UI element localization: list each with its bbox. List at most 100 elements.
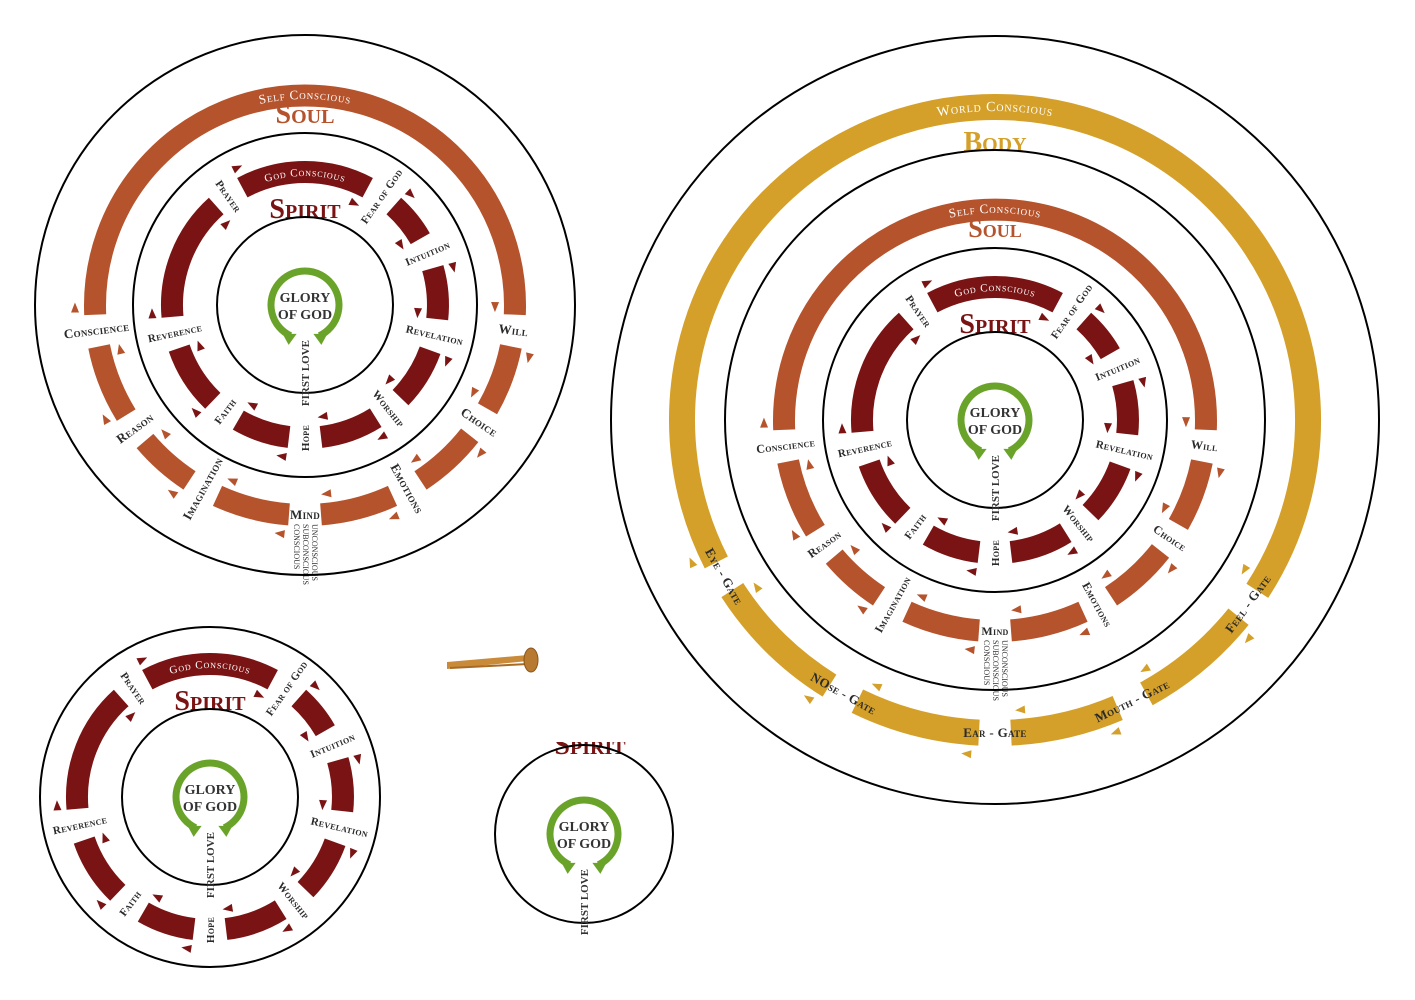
spirit-band-segment <box>1076 312 1120 360</box>
flow-arrow-icon <box>148 308 157 319</box>
mind-sub-label: Unconscious <box>1000 640 1009 697</box>
glory-of-god-center: Gloryof GodFirst Love <box>267 267 343 406</box>
flow-arrow-icon <box>161 429 171 440</box>
flow-arrow-icon <box>404 188 415 199</box>
spirit-band-segment <box>224 900 287 940</box>
mind-sub-label: Conscious <box>982 640 991 685</box>
flow-arrow-icon <box>290 866 301 877</box>
boundary-circle <box>121 708 299 886</box>
flow-arrow-icon <box>350 847 358 859</box>
flow-arrow-icon <box>526 352 534 364</box>
flow-arrow-icon <box>53 800 62 811</box>
flow-arrow-icon <box>1110 727 1122 735</box>
glory-cycle-arrow-icon <box>957 382 1033 454</box>
soul-band-segment <box>414 428 479 490</box>
body-band-segment <box>669 94 1321 598</box>
spirit-band-segment <box>65 689 129 810</box>
soul-band-segment <box>477 343 522 415</box>
flow-arrow-icon <box>1104 422 1113 434</box>
soul-label: Conscience <box>755 435 815 456</box>
glory-line-1: Glory <box>280 291 331 306</box>
body-band-segment <box>1010 695 1123 746</box>
spirit-label: Revelation <box>1095 438 1155 463</box>
flow-arrow-icon <box>1067 546 1079 555</box>
soul-label: Will <box>498 321 529 340</box>
glory-cycle-arrow-icon <box>267 267 343 339</box>
soul-band-segment <box>136 433 196 490</box>
flow-arrow-icon <box>317 411 329 420</box>
glory-only-diagram: SpiritGloryof GodFirst Love <box>494 742 674 935</box>
spirit-band-segment <box>1112 380 1139 436</box>
flow-arrow-icon <box>1244 633 1255 644</box>
boundary-circle <box>216 216 394 394</box>
soul-subtitle: Self Conscious <box>257 87 353 107</box>
body-label: Ear - Gate <box>963 725 1026 740</box>
soul-title: Soul <box>276 99 335 130</box>
spirit-label: Revelation <box>405 323 465 348</box>
flow-arrow-icon <box>414 307 423 319</box>
spirit-band-segment <box>927 276 1063 313</box>
flow-arrow-icon <box>850 545 861 556</box>
flow-arrow-icon <box>125 712 136 722</box>
glory-cycle-arrow-icon <box>546 796 622 868</box>
glory-line-1: Glory <box>559 820 610 835</box>
soul-subtitle-text: Self Conscious <box>257 87 352 107</box>
body-label: Feel - Gate <box>1222 572 1274 636</box>
spirit-band-segment <box>297 838 346 898</box>
flow-arrow-icon <box>448 261 457 273</box>
glory-of-god-center: Gloryof GodFirst Love <box>957 382 1033 521</box>
flow-arrow-icon <box>961 750 972 759</box>
arrowhead-icon <box>972 448 987 460</box>
glory-of-god-center: Gloryof GodFirst Love <box>172 759 248 898</box>
flow-arrow-icon <box>274 530 285 539</box>
glory-line-2: of God <box>968 423 1022 438</box>
flow-arrow-icon <box>857 605 868 615</box>
flow-arrow-icon <box>102 832 110 844</box>
soul-subtitle-text: Self Conscious <box>947 201 1042 221</box>
glory-line-2: of God <box>557 837 611 852</box>
flow-arrow-icon <box>222 903 234 912</box>
flow-arrow-icon <box>388 511 400 520</box>
glory-line-1: Glory <box>970 406 1021 421</box>
arrowhead-icon <box>218 825 233 837</box>
soul-band-segment <box>777 459 825 537</box>
glory-line-2: of God <box>183 800 237 815</box>
flow-arrow-icon <box>964 646 975 655</box>
flow-arrow-icon <box>152 894 164 903</box>
soul-label: Imagination <box>179 454 226 522</box>
spirit-band-segment <box>422 265 449 321</box>
flow-arrow-icon <box>247 402 259 411</box>
mind-sub-label: Conscious <box>292 524 301 569</box>
glory-cycle-arrow-icon <box>172 759 248 831</box>
glory-line-1: Glory <box>185 783 236 798</box>
spirit-label: Faith <box>902 511 929 541</box>
body-subtitle-text: World Conscious <box>936 100 1054 120</box>
flow-arrow-icon <box>319 799 328 811</box>
boundary-circle <box>724 149 1266 691</box>
flow-arrow-icon <box>1161 502 1171 514</box>
flow-arrow-icon <box>102 414 112 426</box>
flow-arrow-icon <box>321 489 332 498</box>
spirit-band-segment <box>160 197 224 318</box>
flow-arrow-icon <box>916 594 928 602</box>
arrowhead-icon <box>592 862 607 874</box>
flow-arrow-icon <box>220 220 231 230</box>
flow-arrow-icon <box>348 197 360 206</box>
spirit-band-segment <box>232 410 291 448</box>
flow-arrow-icon <box>227 478 239 487</box>
arrowhead-icon <box>187 825 202 837</box>
flow-arrow-icon <box>1167 563 1178 574</box>
spirit-label: Revelation <box>310 815 370 840</box>
flow-arrow-icon <box>71 302 80 313</box>
nail-pin <box>447 647 539 673</box>
flow-arrow-icon <box>937 517 949 526</box>
spirit-label: Hope <box>990 540 1002 566</box>
soul-band-segment <box>902 601 981 642</box>
spirit-band-segment <box>922 525 981 563</box>
mind-sub-label: Subconscious <box>301 524 310 585</box>
flow-arrow-icon <box>282 923 294 932</box>
spirit-band-segment <box>850 312 914 433</box>
flow-arrow-icon <box>353 753 362 765</box>
